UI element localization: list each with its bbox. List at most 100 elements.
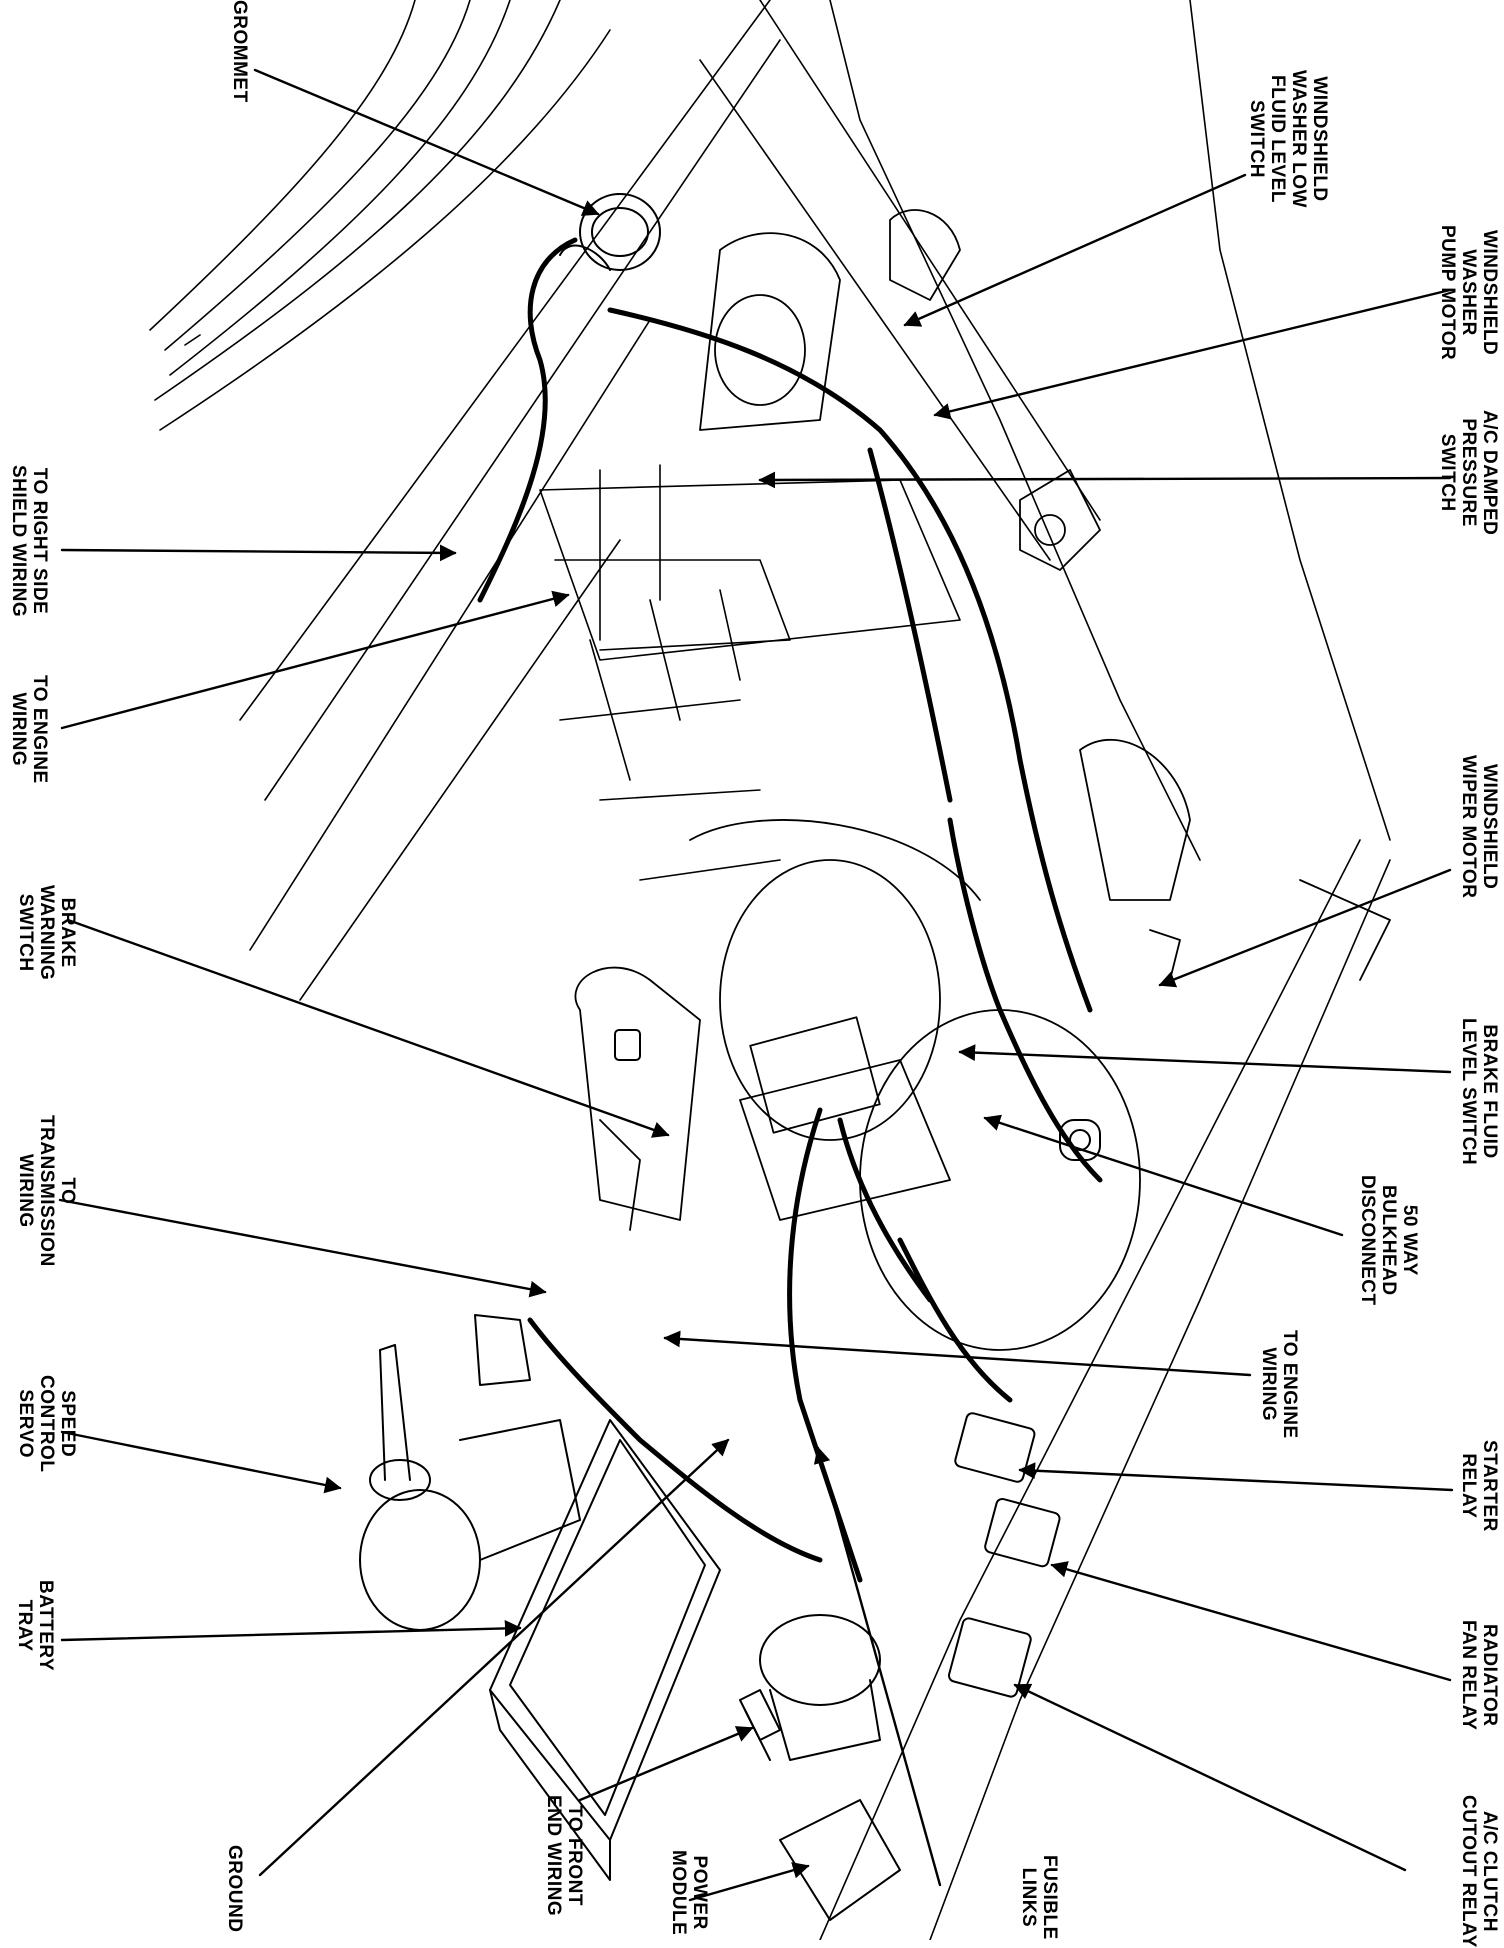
label-line: TO ENGINE [1279, 1330, 1300, 1439]
cowl-panel [539, 464, 961, 881]
leader-radiator-fan-relay [1050, 1561, 1452, 1682]
label-line: TO ENGINE [29, 675, 50, 784]
leader-right-side-shield-wiring [60, 544, 457, 562]
leader-ac-clutch-cutout-relay [1013, 1683, 1407, 1872]
leader-brake-warning-switch [66, 918, 670, 1138]
leader-grommet [253, 68, 600, 216]
label-line: BULKHEAD [1378, 1185, 1399, 1296]
label-line: WINDSHIELD [1479, 229, 1500, 356]
label-line: TO [57, 1177, 78, 1205]
label-line: FAN RELAY [1458, 1620, 1479, 1731]
label-line: DISCONNECT [1357, 1175, 1378, 1306]
label-line: GROUND [224, 1845, 245, 1933]
label-line: WIRING [1258, 1347, 1279, 1422]
leader-wiper-motor [1158, 868, 1452, 988]
leader-brake-fluid-level-switch [958, 1044, 1452, 1074]
label-line: 50 WAY [1399, 1204, 1420, 1276]
label-line: WIRING [8, 692, 29, 767]
battery-tray-part [489, 1419, 721, 1881]
leader-transmission-wiring [58, 1198, 547, 1298]
leader-washer-pump-motor [933, 288, 1452, 420]
label-line: A/C DAMPED [1479, 410, 1500, 536]
label-line: WIPER MOTOR [1458, 755, 1479, 899]
grommet-part [559, 193, 661, 271]
label-line: GROMMET [229, 0, 250, 103]
label-line: TRAY [14, 1599, 35, 1652]
label-line: SHIELD WIRING [8, 465, 29, 618]
label-line: TRANSMISSION [36, 1115, 57, 1267]
leader-engine-wiring-right [663, 1330, 1252, 1377]
fender-arcs [149, 0, 611, 431]
leader-battery-tray [60, 1619, 522, 1642]
label-line: STARTER [1479, 1440, 1500, 1532]
label-line: FUSIBLE [1039, 1855, 1060, 1940]
label-line: BRAKE [57, 897, 78, 968]
label-grommet: GROMMET [229, 0, 250, 103]
label-line: BATTERY [35, 1580, 56, 1672]
leader-speed-control-servo [60, 1430, 342, 1494]
label-ground: GROUND [224, 1845, 245, 1932]
label-line: SWITCH [15, 893, 36, 972]
label-line: SPEED [57, 1390, 78, 1458]
label-line: WIRING [15, 1153, 36, 1228]
label-line: TO FRONT [564, 1805, 585, 1906]
speed-control-servo-part [359, 1344, 581, 1631]
label-line: MODULE [668, 1850, 689, 1936]
label-line: FLUID LEVEL [1267, 75, 1288, 203]
leader-bulkhead-disconnect [983, 1114, 1344, 1237]
label-line: RELAY [1458, 1453, 1479, 1519]
label-line: CONTROL [36, 1375, 57, 1473]
leader-washer-low-fluid-switch [903, 173, 1247, 327]
label-line: SWITCH [1437, 433, 1458, 512]
label-line: TO RIGHT SIDE [29, 467, 50, 615]
label-line: WINDSHIELD [1479, 764, 1500, 890]
label-line: WINDSHIELD [1309, 76, 1330, 202]
label-line: CUTOUT RELAY [1458, 1795, 1479, 1948]
power-module-part [739, 1614, 901, 1921]
label-line: PRESSURE [1458, 418, 1479, 527]
leader-front-end-wiring [578, 1726, 754, 1802]
label-line: LEVEL SWITCH [1458, 1018, 1479, 1166]
label-line: PUMP MOTOR [1437, 225, 1458, 361]
label-line: WASHER [1458, 249, 1479, 336]
label-line: RADIATOR [1479, 1623, 1500, 1727]
leader-ac-damped-pressure-switch [758, 471, 1452, 489]
label-line: BRAKE FLUID [1479, 1024, 1500, 1159]
wiring-harness [477, 237, 1103, 1583]
label-line: WARNING [36, 885, 57, 981]
leader-ground [258, 1438, 730, 1877]
label-line: A/C CLUTCH [1479, 1810, 1500, 1932]
label-line: SERVO [15, 1389, 36, 1459]
label-line: SWITCH [1246, 100, 1267, 178]
leader-engine-wiring-left [60, 590, 570, 730]
leader-starter-relay [1018, 1462, 1454, 1492]
engine-components [699, 209, 1391, 981]
leader-power-module [688, 1862, 810, 1902]
leader-lines [58, 68, 1454, 1902]
leader-fusible-links [813, 1446, 942, 1887]
label-line: WASHER LOW [1288, 70, 1309, 208]
label-line: END WIRING [543, 1795, 564, 1917]
label-line: LINKS [1018, 1867, 1039, 1928]
body-panel-lines [239, 0, 1391, 1940]
label-line: POWER [689, 1855, 710, 1930]
